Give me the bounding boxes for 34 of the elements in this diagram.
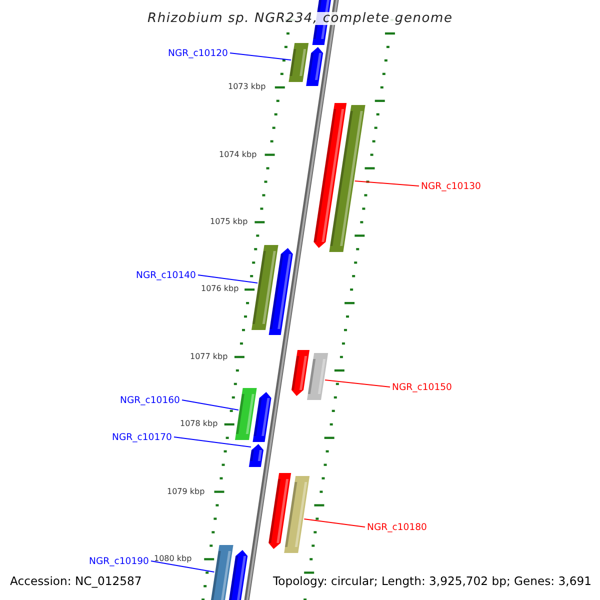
gene-label: NGR_c10120 bbox=[168, 48, 228, 58]
leader-line bbox=[324, 380, 390, 388]
leader-line bbox=[230, 52, 292, 60]
leader-line bbox=[182, 400, 239, 410]
gene-feature bbox=[329, 105, 366, 252]
footer-text: Accession: NC_012587 bbox=[10, 575, 142, 589]
gene-feature bbox=[307, 353, 328, 400]
gene-feature bbox=[288, 43, 309, 82]
gene-label: NGR_c10130 bbox=[421, 182, 481, 191]
gene-feature bbox=[252, 245, 278, 330]
scale-label: 1078 kbp bbox=[180, 420, 218, 428]
leader-line bbox=[150, 560, 215, 572]
leader-line bbox=[198, 274, 258, 284]
leader-line bbox=[354, 180, 420, 186]
leader-line bbox=[304, 518, 366, 528]
gene-label: NGR_c10150 bbox=[392, 382, 452, 392]
gene-label: NGR_c10140 bbox=[136, 270, 196, 280]
gene-label: NGR_c10190 bbox=[89, 556, 149, 566]
gene-feature bbox=[284, 476, 310, 553]
scale-label: 1079 kbp bbox=[167, 488, 205, 496]
scale-label: 1074 kbp bbox=[219, 151, 257, 159]
gene-label: NGR_c10180 bbox=[367, 522, 427, 532]
scale-label: 1080 kbp bbox=[154, 555, 192, 563]
gene-feature bbox=[235, 388, 257, 440]
leader-line bbox=[174, 436, 252, 448]
gene-label: NGR_c10170 bbox=[112, 432, 172, 442]
gene-label: NGR_c10160 bbox=[120, 396, 180, 405]
gene-feature bbox=[210, 545, 234, 600]
scale-label: 1073 kbp bbox=[228, 83, 266, 91]
gene-feature bbox=[248, 444, 264, 467]
scale-label: 1075 kbp bbox=[210, 218, 248, 226]
scale-label: 1077 kbp bbox=[190, 353, 228, 361]
scale-label: 1076 kbp bbox=[201, 285, 239, 293]
footer-text: Topology: circular; Length: 3,925,702 bp; Genes: 3,691 bbox=[273, 575, 592, 589]
